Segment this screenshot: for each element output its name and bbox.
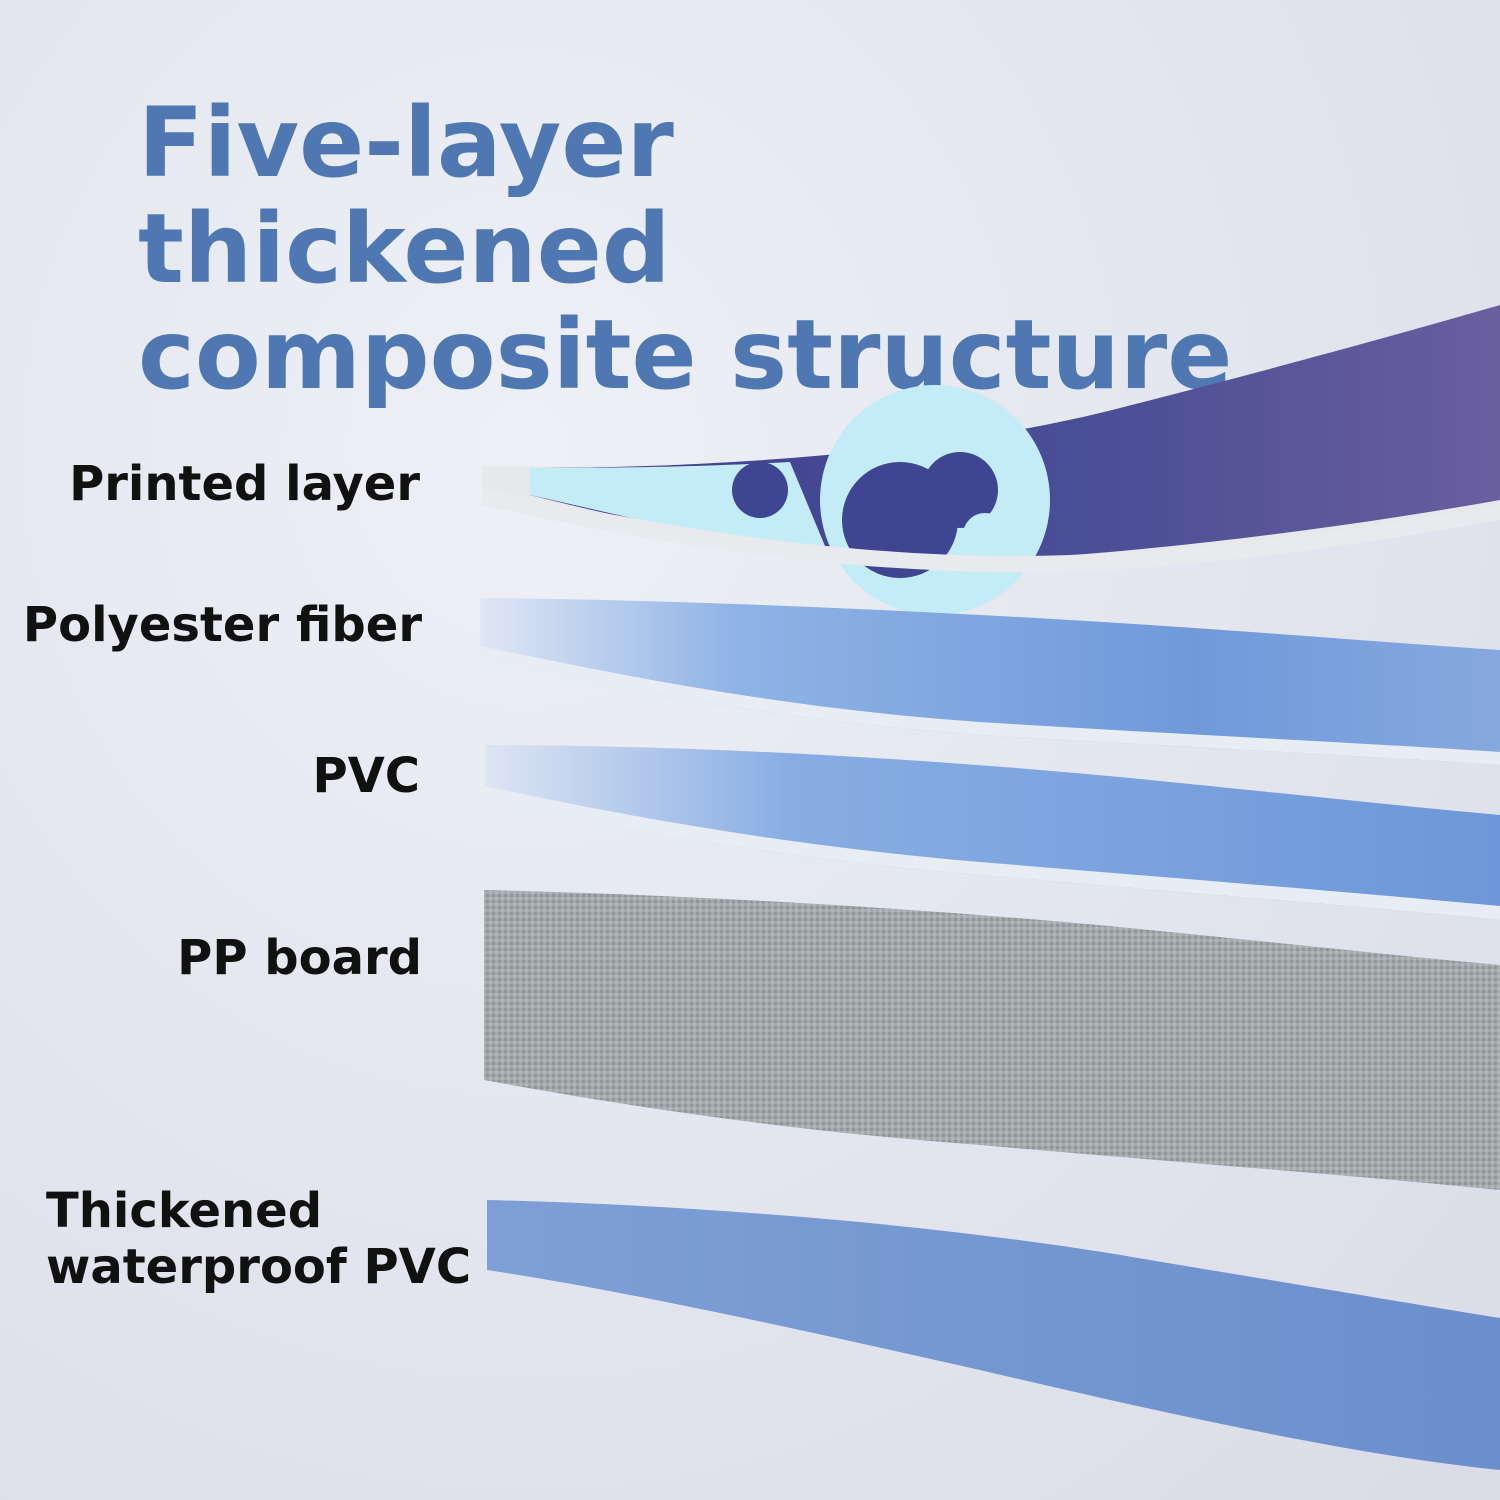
layer-thickened-waterproof-pvc (487, 1200, 1500, 1470)
layer-pvc (485, 745, 1500, 920)
layer-pp-board (484, 890, 1500, 1190)
layer-polyester-fiber (480, 598, 1500, 765)
label-pp-board: PP board (177, 930, 422, 986)
title-line-2: composite structure (138, 299, 1233, 411)
layer-printed (482, 305, 1500, 615)
label-pvc: PVC (312, 748, 420, 804)
label-printed-layer: Printed layer (69, 456, 420, 512)
title-line-1: Five-layer thickened (138, 87, 674, 305)
label-thickened-waterproof-pvc: Thickened waterproof PVC (46, 1183, 471, 1295)
label-thickened-line-1: Thickened (46, 1183, 323, 1239)
page-title: Five-layer thickened composite structure (138, 90, 1238, 408)
label-polyester-fiber: Polyester fiber (22, 597, 422, 653)
label-thickened-line-2: waterproof PVC (46, 1239, 472, 1295)
